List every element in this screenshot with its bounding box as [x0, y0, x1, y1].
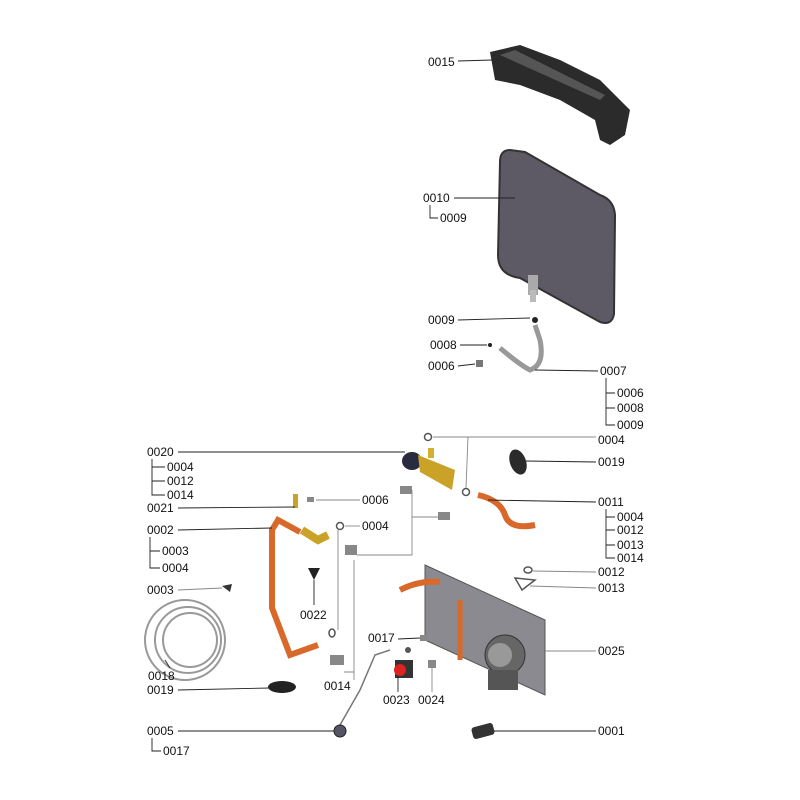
- part-0025-pump-assembly-icon: [398, 564, 546, 696]
- callout-0023: 0023: [383, 693, 410, 707]
- callout-0020-sub: 0012: [167, 474, 194, 488]
- callout-0007-sub: 0009: [617, 418, 644, 432]
- part-0003-elbow-icon: [222, 584, 232, 592]
- callout-0007-sub: 0008: [617, 401, 644, 415]
- part-0010-expansion-tank-icon: [496, 148, 617, 324]
- callout-0021: 0021: [147, 501, 174, 515]
- callout-0004: 0004: [598, 433, 625, 447]
- callout-0010-sub: 0009: [440, 211, 467, 225]
- callout-0024: 0024: [418, 693, 445, 707]
- callout-0019: 0019: [147, 683, 174, 697]
- callout-0004: 0004: [362, 519, 389, 533]
- callout-0007-sub: 0006: [617, 386, 644, 400]
- callout-0008: 0008: [430, 338, 457, 352]
- clip-icon: [438, 512, 450, 520]
- part-0005-gauge-icon: [333, 724, 347, 738]
- callout-0002-sub: 0004: [162, 561, 189, 575]
- part-0018-hose-coil-icon: [144, 599, 226, 681]
- callout-0002: 0002: [147, 523, 174, 537]
- callout-0020: 0020: [147, 445, 174, 459]
- callout-0011: 0011: [598, 495, 624, 509]
- callout-0010: 0010: [423, 191, 450, 205]
- part-0001-sensor-icon: [471, 723, 495, 739]
- callout-0020-sub: 0014: [167, 488, 194, 502]
- callout-0017: 0017: [368, 631, 395, 645]
- callout-0018: 0018: [148, 669, 175, 683]
- part-0019-gasket-icon: [509, 449, 527, 475]
- callout-0005: 0005: [147, 724, 174, 738]
- callout-0009: 0009: [428, 313, 455, 327]
- part-0017-clip-icon: [420, 635, 428, 641]
- callout-0002-sub: 0003: [162, 544, 189, 558]
- callout-0013: 0013: [598, 581, 625, 595]
- callout-0012: 0012: [598, 565, 625, 579]
- part-0021-sensor-icon: [293, 494, 298, 508]
- callout-0014: 0014: [324, 679, 351, 693]
- part-0013-clip-icon: [513, 577, 537, 592]
- callout-0011-sub: 0012: [617, 523, 644, 537]
- part-0002-copper-pipe-icon: [269, 515, 330, 659]
- part-0007-flex-hose-icon: [476, 317, 544, 373]
- callout-0011-sub: 0014: [617, 551, 644, 565]
- part-0020-valve-icon: [402, 432, 455, 490]
- callout-0022: 0022: [300, 608, 327, 622]
- callout-0006: 0006: [428, 359, 455, 373]
- part-0006-clip-icon: [307, 497, 314, 502]
- callout-0001: 0001: [598, 724, 625, 738]
- callout-0019: 0019: [598, 455, 625, 469]
- callout-0005-sub: 0017: [163, 744, 190, 758]
- part-0019-gasket-icon: [268, 681, 296, 693]
- clip-icon: [330, 655, 344, 665]
- callout-0006: 0006: [362, 493, 389, 507]
- part-0015-bracket-icon: [490, 45, 630, 145]
- clip-icon: [345, 545, 357, 555]
- leader-lines: [149, 59, 615, 752]
- callout-0003: 0003: [147, 583, 174, 597]
- callout-0011-sub: 0004: [617, 510, 644, 524]
- callout-0015: 0015: [428, 55, 455, 69]
- callout-0007: 0007: [600, 364, 627, 378]
- part-0011-copper-pipe-icon: [477, 492, 536, 530]
- callout-0020-sub: 0004: [167, 460, 194, 474]
- clip-icon: [400, 486, 412, 494]
- part-0023-relief-valve-icon: [394, 660, 413, 678]
- callout-0025: 0025: [598, 644, 625, 658]
- part-0024-clip-icon: [428, 660, 436, 668]
- callout-0011-sub: 0013: [617, 538, 644, 552]
- part-0022-plug-icon: [308, 568, 320, 580]
